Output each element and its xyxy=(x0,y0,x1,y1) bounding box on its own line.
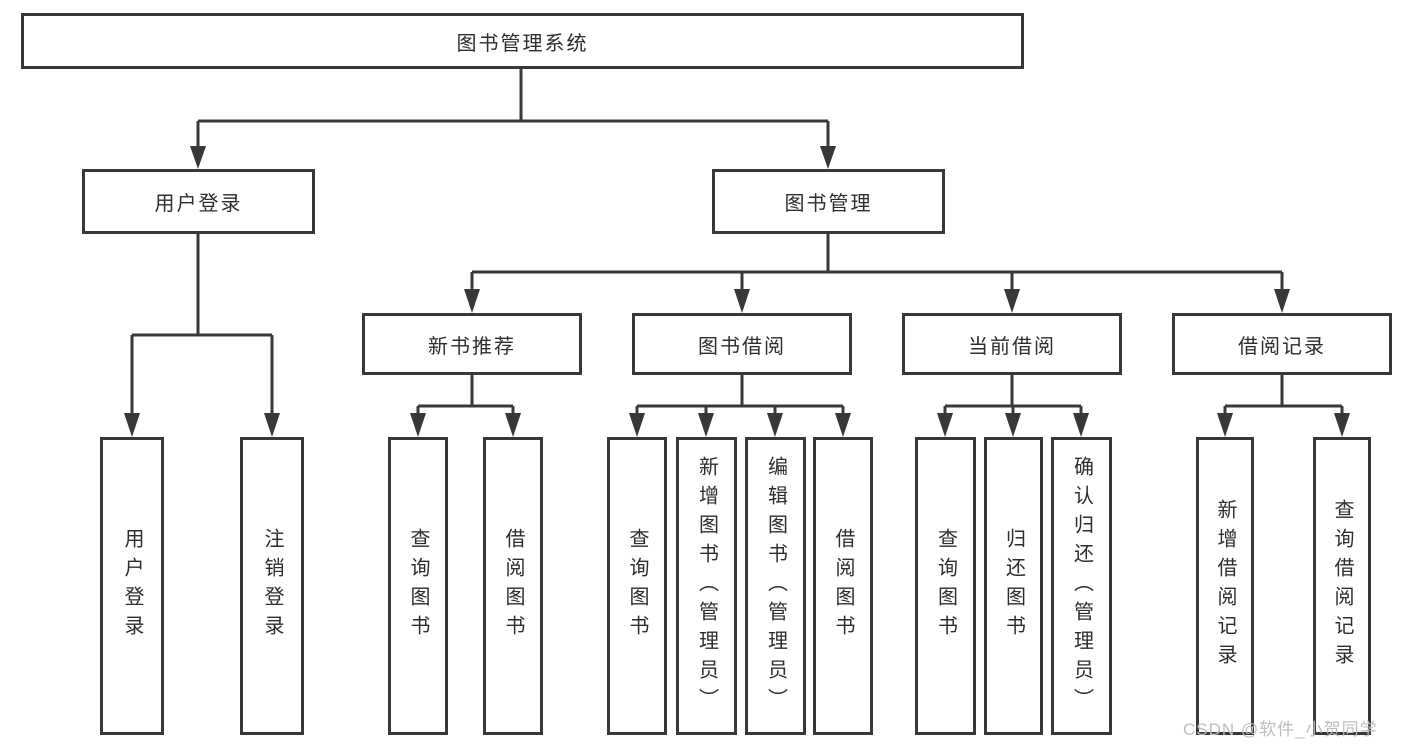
leaf-query-books-1: 查询图书 xyxy=(388,437,448,735)
node-user-login: 用户登录 xyxy=(82,169,315,234)
leaf-add-borrow-record: 新增借阅记录 xyxy=(1196,437,1254,735)
leaf-query-borrow-record: 查询借阅记录 xyxy=(1313,437,1371,735)
leaf-query-books-2: 查询图书 xyxy=(607,437,667,735)
node-system-root: 图书管理系统 xyxy=(21,13,1024,69)
arrowheads xyxy=(124,146,1350,437)
node-current-borrow: 当前借阅 xyxy=(902,313,1122,375)
leaf-user-login: 用户登录 xyxy=(100,437,164,735)
leaf-return-books: 归还图书 xyxy=(984,437,1043,735)
leaf-add-book-admin: 新增图书（管理员） xyxy=(676,437,737,735)
node-borrow-records: 借阅记录 xyxy=(1172,313,1392,375)
leaf-borrow-books-2: 借阅图书 xyxy=(813,437,873,735)
leaf-edit-book-admin: 编辑图书（管理员） xyxy=(745,437,806,735)
leaf-query-books-3: 查询图书 xyxy=(915,437,976,735)
leaf-logout: 注销登录 xyxy=(240,437,304,735)
node-new-book-recommend: 新书推荐 xyxy=(362,313,582,375)
leaf-borrow-books-1: 借阅图书 xyxy=(483,437,543,735)
leaf-confirm-return-admin: 确认归还（管理员） xyxy=(1051,437,1112,735)
csdn-watermark: CSDN @软件_小贺同学 xyxy=(1183,720,1378,739)
node-book-borrow: 图书借阅 xyxy=(632,313,852,375)
node-book-management: 图书管理 xyxy=(712,169,945,234)
